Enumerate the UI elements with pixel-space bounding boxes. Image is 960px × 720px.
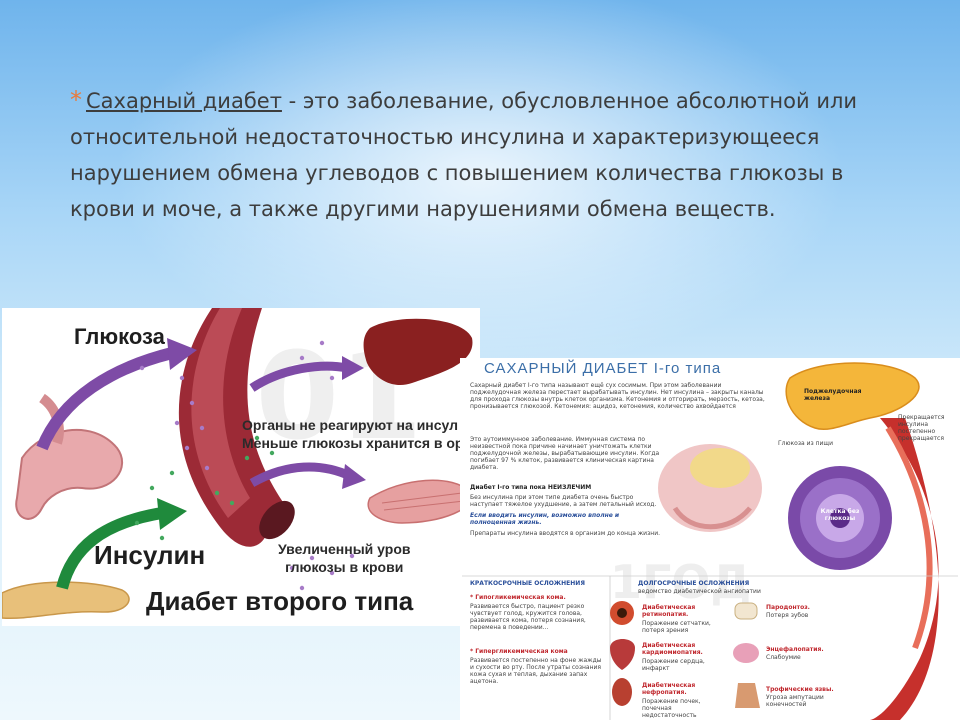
hyperglycemic-text: Развивается постепенно на фоне жажды и с… xyxy=(470,657,602,685)
insulin-label: Инсулин xyxy=(94,540,206,570)
retinopathy-label: Диабетическая ретинопатия. xyxy=(642,604,696,618)
muscle-arrow-icon xyxy=(249,462,352,487)
pancreas-icon xyxy=(785,362,920,430)
organs-caption: Органы не реагируют на инсул Меньше глюк… xyxy=(242,416,463,452)
type2-illustration-graphics: 101 xyxy=(2,308,474,620)
organ-arrow-icon xyxy=(249,361,348,392)
encephalopathy-label: Энцефалопатия. xyxy=(766,646,824,653)
incurable-heading: Диабет I-го типа пока НЕИЗЛЕЧИМ xyxy=(470,484,592,491)
diabetes-type2-illustration: 101 xyxy=(2,308,480,626)
insulin-note: Если вводить инсулин, возможно вполне и … xyxy=(470,512,620,526)
blood-level-caption: Увеличенный уров глюкозы в крови xyxy=(278,540,410,576)
insulin-deficit-caption: Прекращается инсулина постепенно прекращ… xyxy=(898,414,945,442)
glucose-food-caption: Глюкоза из пищи xyxy=(778,440,833,447)
long-complications-sub: ведомство диабетической ангиопатии xyxy=(638,588,761,595)
hypoglycemic-heading: * Гипогликемическая кома. xyxy=(470,594,566,601)
pancreas-caption: Поджелудочная железа xyxy=(804,388,862,402)
blood-level-line1: Увеличенный уров xyxy=(278,541,411,557)
type1-title: САХАРНЫЙ ДИАБЕТ I-го типа xyxy=(484,360,722,377)
incurable-text: Без инсулина при этом типе диабета очень… xyxy=(470,494,657,508)
long-complications-heading: ДОЛГОСРОЧНЫЕ ОСЛОЖНЕНИЯ xyxy=(638,580,750,587)
organs-caption-line1: Органы не реагируют на инсул xyxy=(242,417,459,433)
type1-infographic-graphics: 1ГОД xyxy=(462,362,958,720)
vessel-lumen-icon xyxy=(259,500,295,540)
teeth-icon xyxy=(734,602,758,620)
glucose-label: Глюкоза xyxy=(74,324,165,349)
kidney-icon xyxy=(612,678,632,706)
hyperglycemic-heading: * Гипергликемическая кома xyxy=(470,648,568,655)
retinopathy-sub: Поражение сетчатки, потеря зрения xyxy=(642,620,711,634)
parodontosis-sub: Потеря зубов xyxy=(766,612,809,619)
autoimmune-text: Это аутоиммунное заболевание. Иммунная с… xyxy=(470,436,660,471)
trophic-ulcers-sub: Угроза ампутации конечностей xyxy=(766,694,824,708)
nephropathy-sub: Поражение почек, почечная недостаточност… xyxy=(642,698,701,719)
hypoglycemic-text: Развивается быстро, пациент резко чувств… xyxy=(470,603,586,631)
watermark-icon: 1ГОД xyxy=(610,555,751,609)
diabetes-type1-infographic: 1ГОД САХАРНЫЙ ДИАБЕТ I-го типа Поджелудо… xyxy=(460,358,960,720)
pancreas-icon xyxy=(2,581,130,620)
encephalopathy-sub: Слабоумие xyxy=(766,654,801,661)
foot-icon xyxy=(735,683,760,708)
cardiomyopathy-label: Диабетическая кардиомиопатия. xyxy=(642,642,703,656)
bullet-marker: * xyxy=(70,86,82,114)
insulin-arrow-icon xyxy=(56,507,163,590)
insulin-note-2: Препараты инсулина вводятся в организм д… xyxy=(470,530,660,537)
definition-term[interactable]: Сахарный диабет xyxy=(86,89,282,113)
nephropathy-label: Диабетическая нефропатия. xyxy=(642,682,696,696)
definition-paragraph: *Сахарный диабет - это заболевание, обус… xyxy=(70,82,870,227)
insulin-dots-icon xyxy=(134,435,275,541)
glucose-arrow-icon xyxy=(36,347,174,451)
trophic-ulcers-label: Трофические язвы. xyxy=(766,686,834,693)
brain-icon xyxy=(733,643,759,663)
stomach-icon xyxy=(15,428,123,520)
organs-caption-line2: Меньше глюкозы хранится в ор xyxy=(242,435,464,451)
blood-level-line2: глюкозы в крови xyxy=(285,559,404,575)
type2-title: Диабет второго типа xyxy=(146,586,414,616)
glucose-dots-icon xyxy=(139,340,355,591)
heart-icon xyxy=(610,639,635,670)
liver-icon xyxy=(363,318,473,386)
cell-caption: Клетка без глюкозы xyxy=(820,508,860,522)
definition-text: - это заболевание, обусловленное абсолют… xyxy=(70,89,858,221)
cardiomyopathy-sub: Поражение сердца, инфаркт xyxy=(642,658,705,672)
intro-text: Сахарный диабет I-го типа называют ещё с… xyxy=(470,382,765,410)
parodontosis-label: Пародонтоз. xyxy=(766,604,810,611)
short-complications-heading: КРАТКОСРОЧНЫЕ ОСЛОЖНЕНИЯ xyxy=(470,580,585,587)
